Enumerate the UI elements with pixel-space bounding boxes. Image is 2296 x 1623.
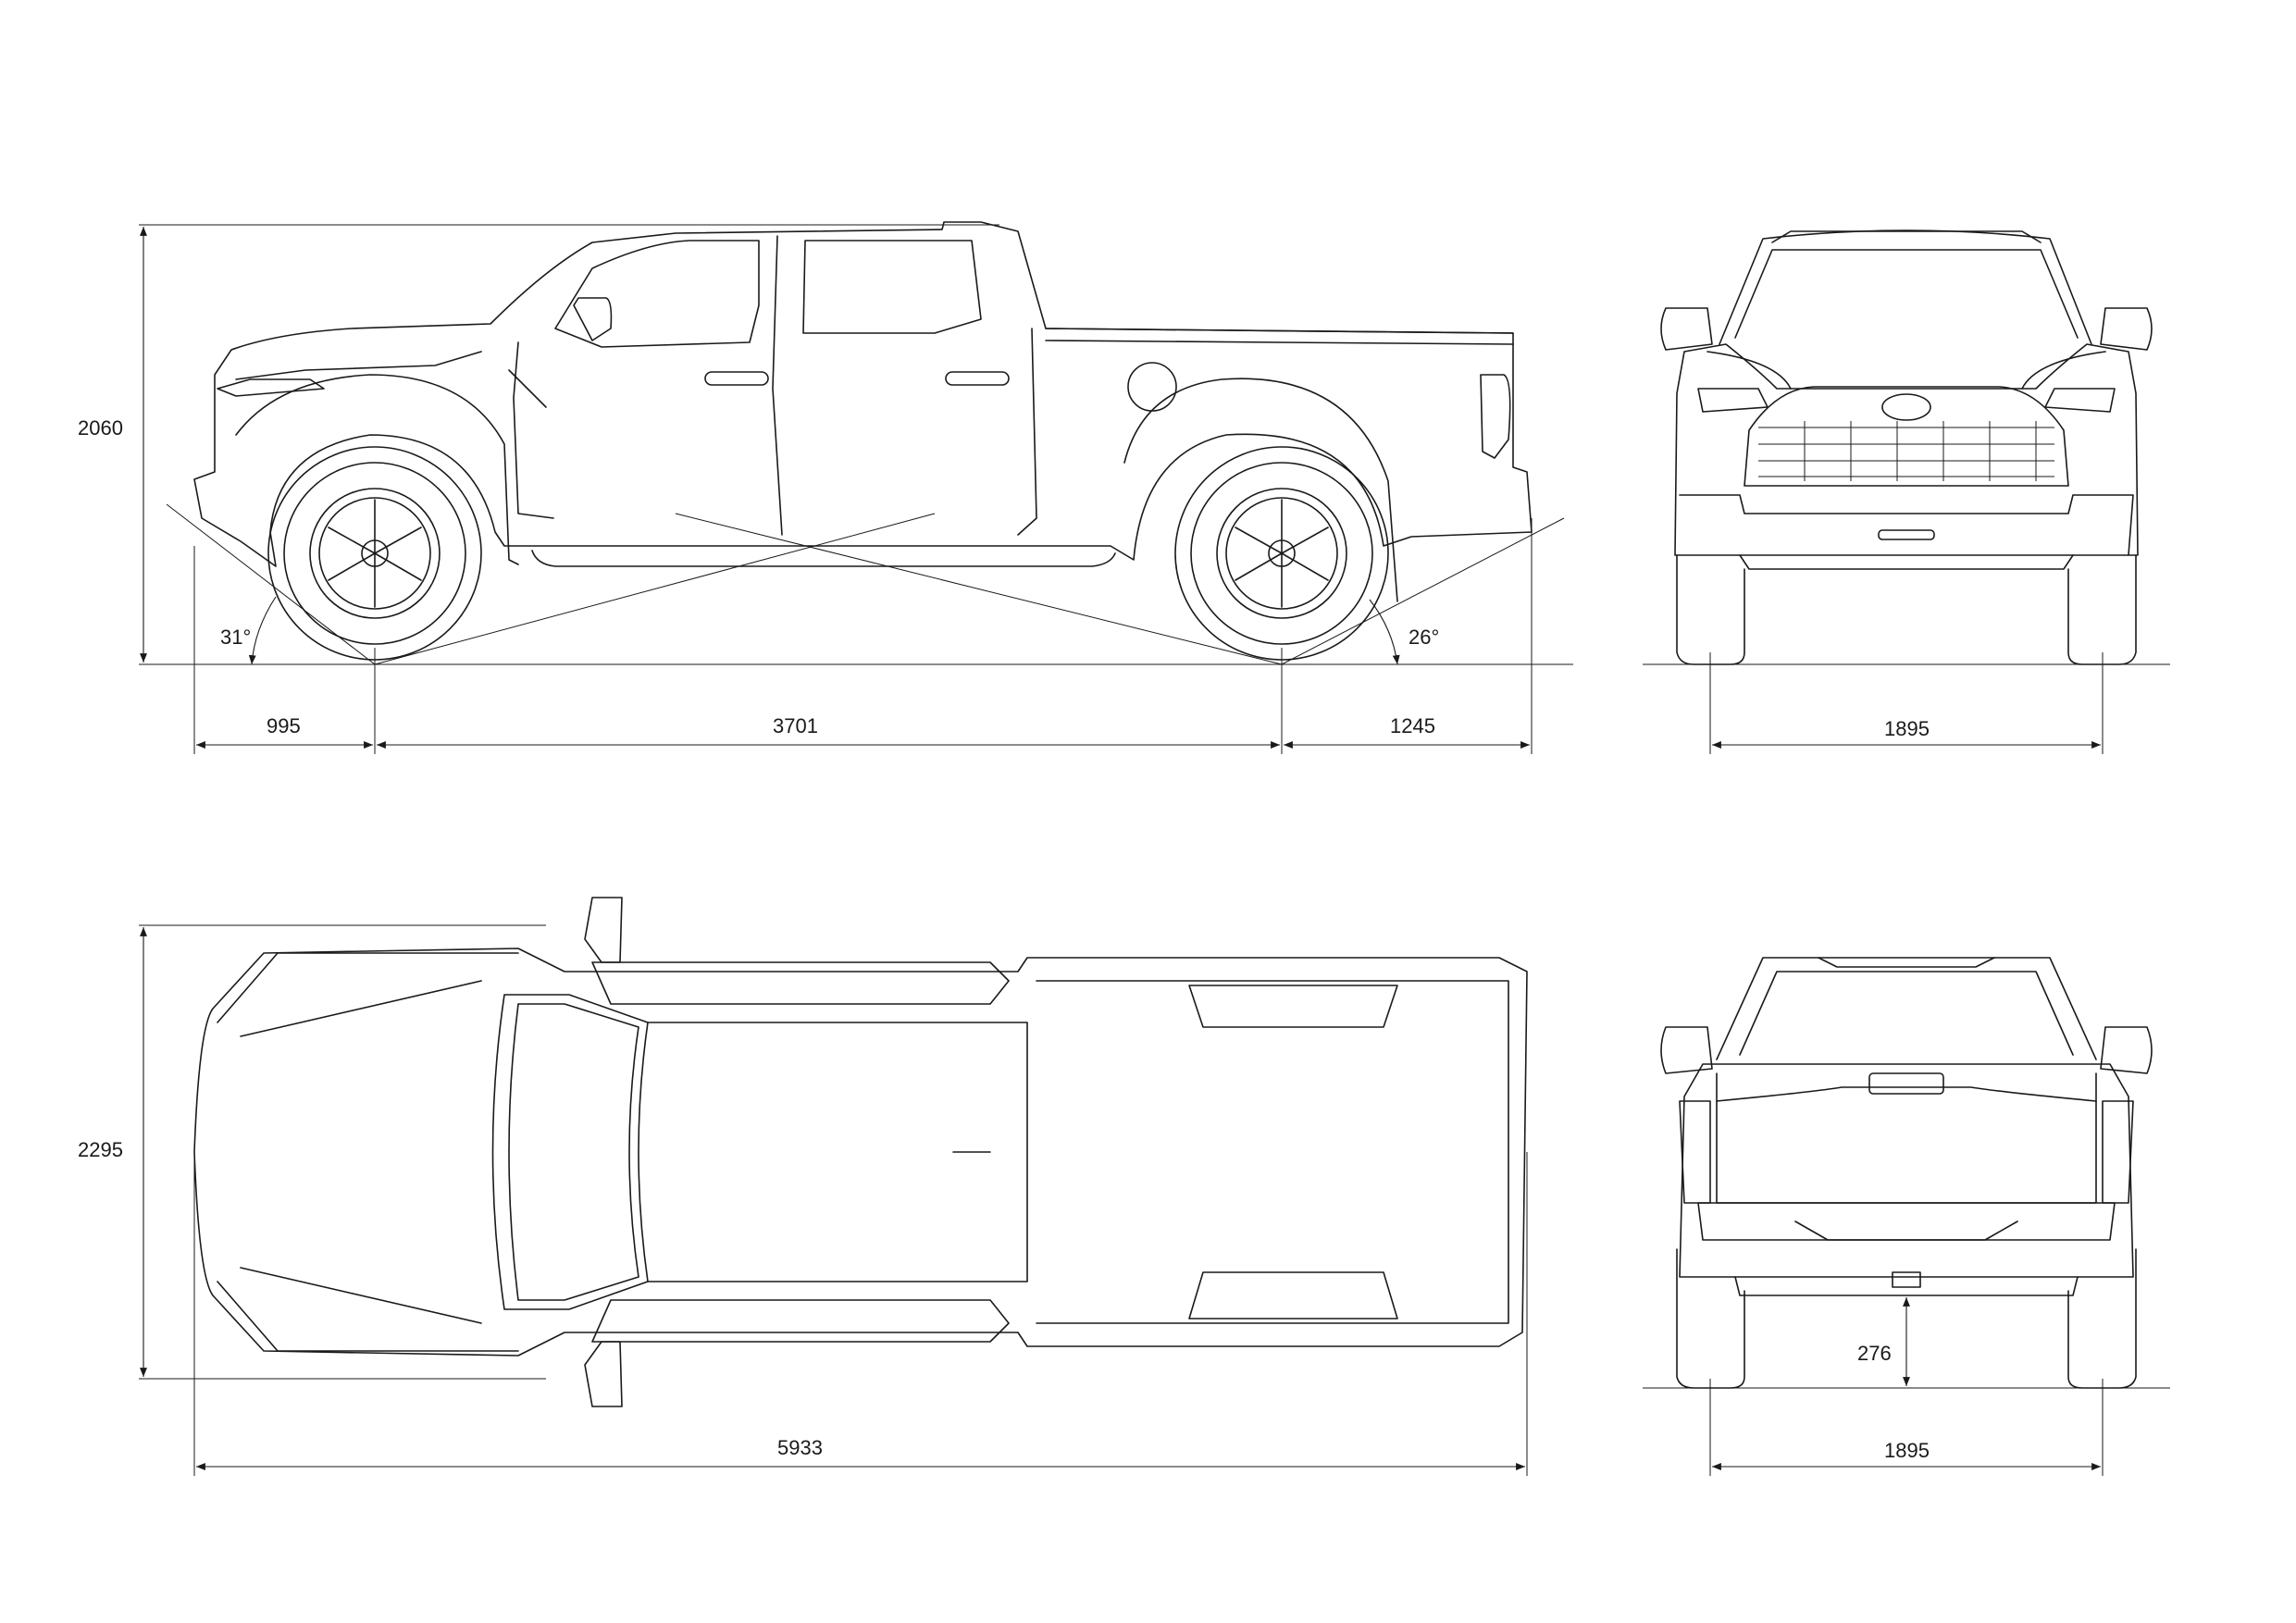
overall-length-label: 5933 <box>777 1436 823 1459</box>
front-grille <box>1744 386 2069 487</box>
front-overhang-label: 995 <box>267 714 301 737</box>
side-body-outline <box>193 221 1533 567</box>
top-view: 2295 5933 <box>78 897 1528 1476</box>
top-windshield <box>491 994 649 1310</box>
side-view: 2060 31° 26° 995 3701 1245 <box>78 221 1573 754</box>
approach-angle-label: 31° <box>220 626 251 649</box>
overall-width-label: 2295 <box>78 1138 123 1161</box>
front-view: 1895 <box>1643 229 2170 754</box>
top-mirror-right <box>584 1341 623 1407</box>
height-label: 2060 <box>78 416 123 440</box>
wheelbase-label: 3701 <box>773 714 818 737</box>
top-mirror-left <box>584 897 623 963</box>
top-body-outline <box>193 948 1528 1357</box>
ground-clearance-label: 276 <box>1857 1342 1892 1365</box>
departure-angle-label: 26° <box>1409 626 1439 649</box>
front-mirror-left <box>1660 307 1713 351</box>
rear-mirror-left <box>1660 1026 1713 1074</box>
side-window-front <box>554 240 760 348</box>
front-wheel-side <box>267 446 482 661</box>
side-mirror <box>573 297 613 341</box>
rear-overhang-label: 1245 <box>1390 714 1435 737</box>
rear-mirror-right <box>2100 1026 2153 1074</box>
rear-width-label: 1895 <box>1884 1439 1930 1462</box>
side-window-rear <box>802 240 982 334</box>
front-mirror-right <box>2100 307 2153 351</box>
rear-view: 276 1895 <box>1643 957 2170 1476</box>
front-width-label: 1895 <box>1884 717 1930 740</box>
